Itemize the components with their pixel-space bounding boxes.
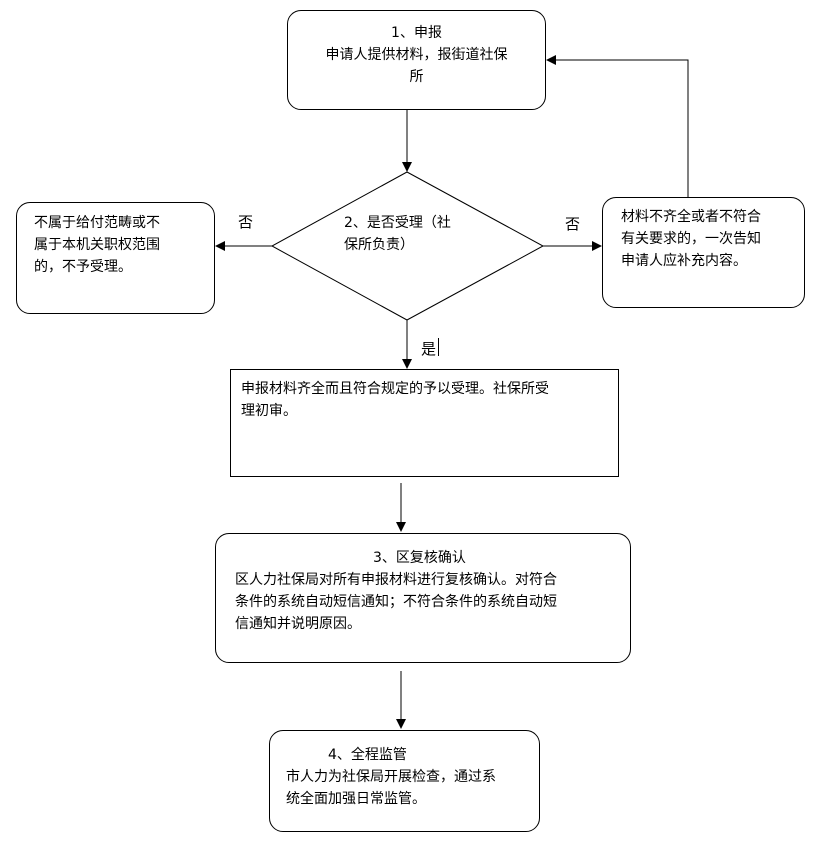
step-review-title: 3、区复核确认 (373, 550, 466, 566)
incomplete-line1: 材料不齐全或者不符合 (621, 209, 761, 225)
label-no-left: 否 (238, 213, 254, 231)
reject-line3: 的，不予受理。 (34, 259, 132, 275)
accept-line2: 理初审。 (241, 403, 297, 419)
incomplete-line3: 申请人应补充内容。 (621, 253, 747, 269)
step-apply-line1: 申请人提供材料，报街道社保 (325, 47, 508, 63)
reject-line1: 不属于给付范畴或不 (34, 215, 160, 231)
reject-line2: 属于本机关职权范围 (34, 237, 160, 253)
step-review-line1: 区人力社保局对所有申报材料进行复核确认。对符合 (235, 572, 557, 588)
reject-box: 不属于给付范畴或不 属于本机关职权范围 的，不予受理。 (16, 202, 215, 314)
decision-text: 2、是否受理（社 保所负责） (344, 212, 451, 256)
step-apply-title: 1、申报 (391, 25, 442, 41)
decision-line2: 保所负责） (344, 237, 414, 253)
incomplete-box: 材料不齐全或者不符合 有关要求的，一次告知 申请人应补充内容。 (602, 197, 805, 308)
accept-box: 申报材料齐全而且符合规定的予以受理。社保所受 理初审。 (230, 369, 619, 477)
step-supervise-line1: 市人力为社保局开展检查，通过系 (286, 769, 496, 785)
step-apply-line2: 所 (409, 69, 424, 85)
step-supervise-box: 4、全程监管 市人力为社保局开展检查，通过系 统全面加强日常监管。 (269, 730, 540, 832)
accept-line1: 申报材料齐全而且符合规定的予以受理。社保所受 (241, 381, 549, 397)
step-supervise-title: 4、全程监管 (328, 747, 407, 763)
yes-label-cursor-mark (438, 338, 439, 356)
step-review-box: 3、区复核确认 区人力社保局对所有申报材料进行复核确认。对符合 条件的系统自动短… (215, 533, 631, 663)
incomplete-line2: 有关要求的，一次告知 (621, 231, 761, 247)
step-review-line2: 条件的系统自动短信通知；不符合条件的系统自动短 (235, 594, 557, 610)
step-supervise-line2: 统全面加强日常监管。 (286, 791, 426, 807)
label-yes: 是 (421, 340, 437, 358)
decision-line1: 2、是否受理（社 (344, 215, 451, 231)
label-no-right: 否 (565, 215, 581, 233)
step-apply-box: 1、申报 申请人提供材料，报街道社保 所 (287, 10, 546, 110)
arrow-incomplete-to-apply (546, 55, 689, 198)
step-review-line3: 信通知并说明原因。 (235, 616, 361, 632)
